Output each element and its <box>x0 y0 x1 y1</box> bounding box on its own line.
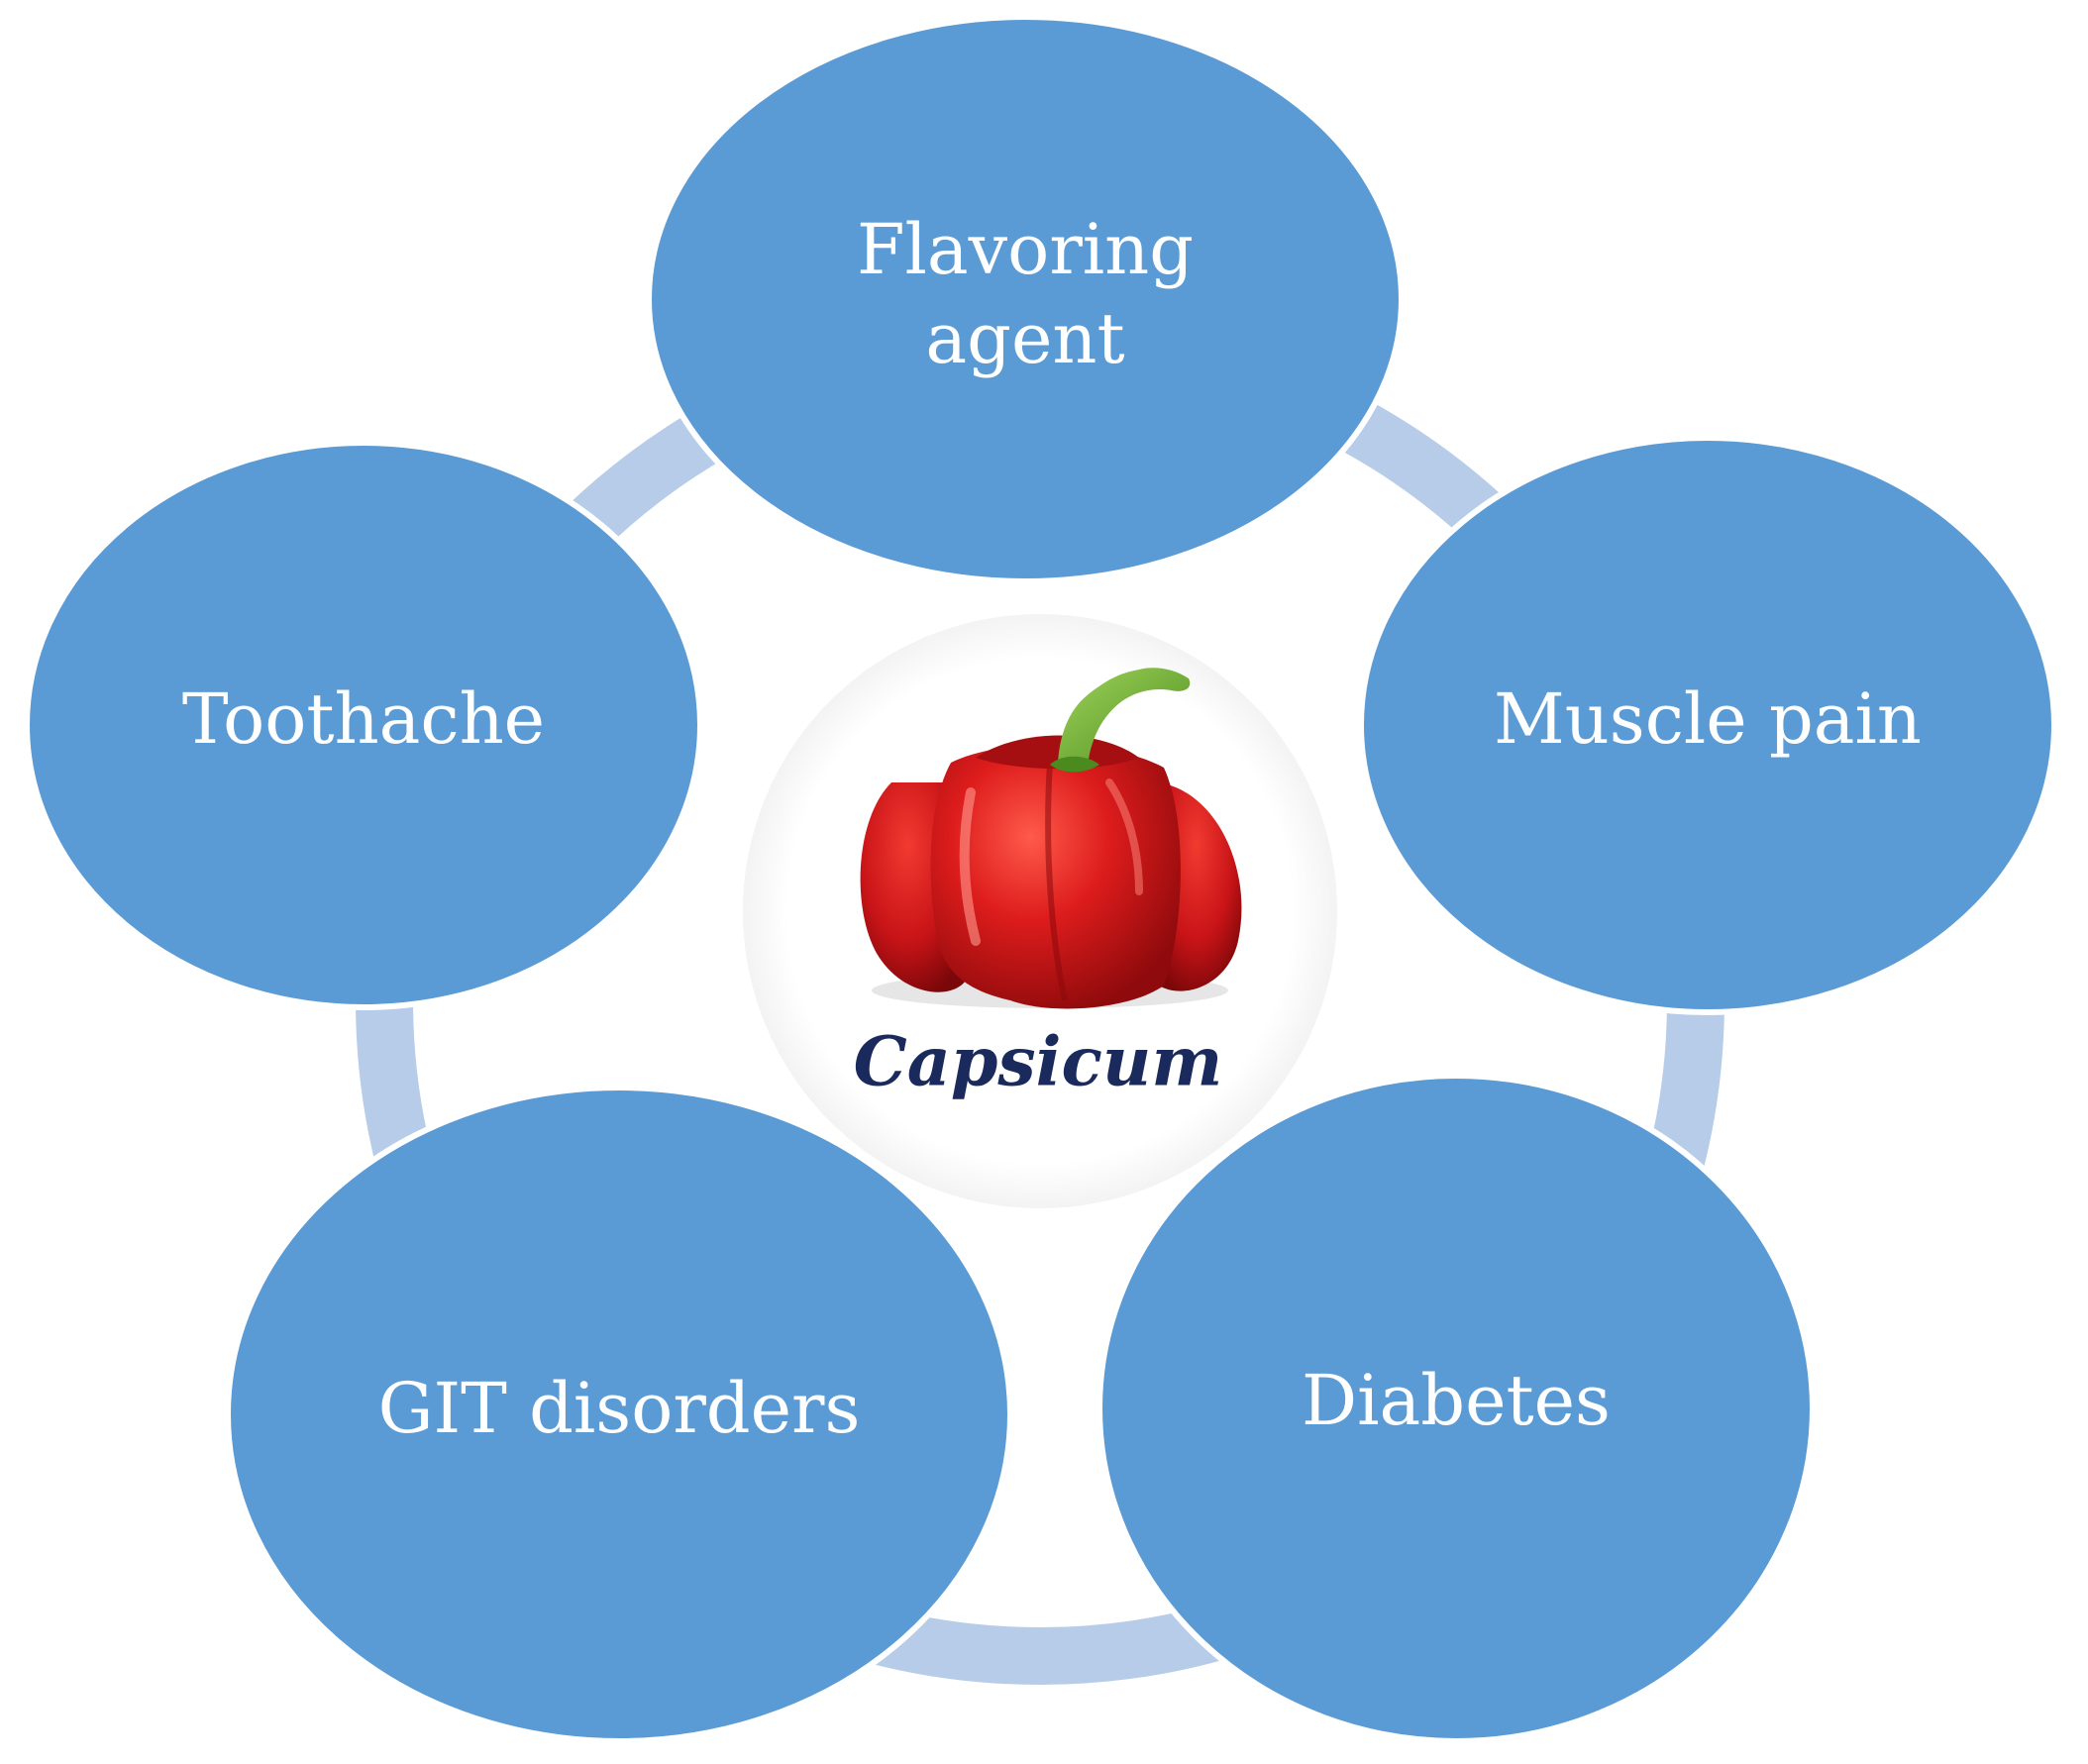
node-bubble <box>225 1085 1013 1744</box>
node-label-line: Toothache <box>182 678 545 760</box>
node-label-line: GIT disorders <box>378 1368 861 1449</box>
node-bubble <box>24 440 703 1010</box>
node-bubble <box>1096 1073 1816 1744</box>
red-bell-pepper-image <box>860 668 1242 1009</box>
node-label-line: Diabetes <box>1302 1360 1611 1441</box>
node-muscle-pain: Muscle pain <box>1358 435 2057 1015</box>
node-label-line: Muscle pain <box>1494 678 1922 760</box>
center-label: Capsicum <box>854 1023 1223 1102</box>
node-bubble <box>646 14 1405 584</box>
node-diabetes: Diabetes <box>1096 1073 1816 1744</box>
node-toothache: Toothache <box>24 440 703 1010</box>
node-git-disorders: GIT disorders <box>225 1085 1013 1744</box>
node-label-line: agent <box>925 298 1124 379</box>
node-flavoring-agent: Flavoring agent <box>646 14 1405 584</box>
node-bubble <box>1358 435 2057 1015</box>
node-label-line: Flavoring <box>857 209 1194 290</box>
